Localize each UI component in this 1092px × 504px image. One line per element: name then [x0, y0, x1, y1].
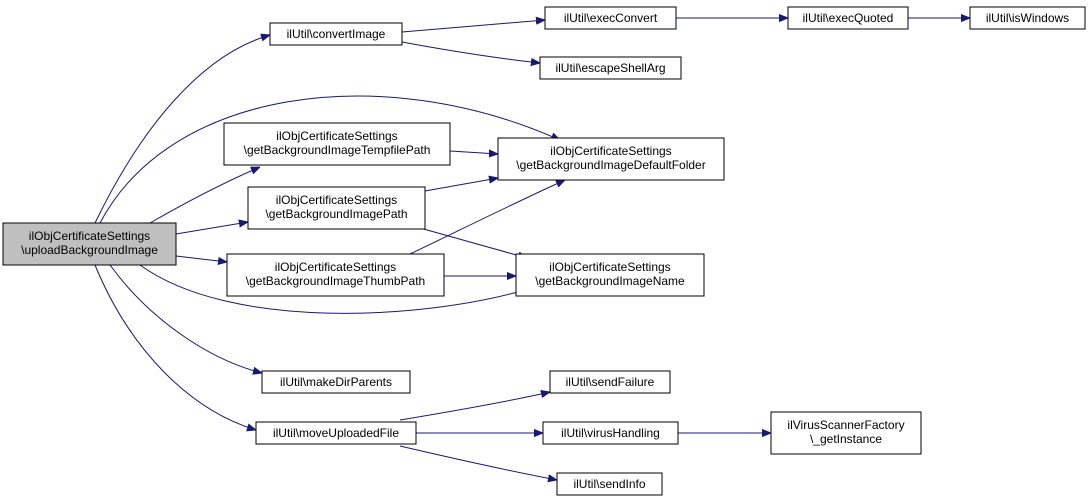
node-get-instance[interactable]: ilVirusScannerFactory \_getInstance [770, 411, 922, 455]
node-label: ilUtil\sendInfo [573, 477, 645, 491]
node-label: ilUtil\makeDirParents [280, 375, 392, 389]
node-box [497, 137, 725, 181]
node-send-info[interactable]: ilUtil\sendInfo [556, 472, 663, 496]
node-exec-quoted[interactable]: ilUtil\execQuoted [787, 6, 909, 30]
edge-convertImage-to-escapeShellArg [401, 41, 540, 63]
node-box [247, 186, 426, 230]
node-box [223, 122, 451, 166]
nodes: ilObjCertificateSettings \uploadBackgrou… [2, 6, 1086, 496]
node-box [515, 253, 705, 297]
node-get-background-image-thumb-path[interactable]: ilObjCertificateSettings \getBackgroundI… [226, 253, 445, 297]
node-box [787, 6, 909, 30]
node-box [269, 22, 403, 46]
node-get-background-image-path[interactable]: ilObjCertificateSettings \getBackgroundI… [247, 186, 426, 230]
node-label-line-2: \getBackgroundImageThumbPath [246, 274, 425, 288]
edge-getTempfilePath-to-getDefaultFolder [449, 151, 498, 154]
edge-upload-to-convertImage [94, 35, 270, 224]
edge-moveUploadedFile-to-sendFailure [399, 392, 550, 421]
node-label-line-2: \uploadBackgroundImage [21, 243, 158, 257]
node-box [542, 421, 679, 445]
node-virus-handling[interactable]: ilUtil\virusHandling [542, 421, 679, 445]
edge-upload-to-getDefaultFolder [99, 95, 560, 224]
node-convert-image[interactable]: ilUtil\convertImage [269, 22, 403, 46]
edge-upload-to-getPath [175, 222, 248, 235]
node-get-background-image-default-folder[interactable]: ilObjCertificateSettings \getBackgroundI… [497, 137, 725, 181]
node-send-failure[interactable]: ilUtil\sendFailure [549, 370, 671, 394]
node-label-line-2: \_getInstance [810, 432, 882, 446]
node-box [770, 411, 922, 455]
node-box [556, 472, 663, 496]
edge-upload-to-getTempfilePath [149, 167, 260, 224]
node-escape-shell-arg[interactable]: ilUtil\escapeShellArg [539, 56, 682, 80]
node-label: ilUtil\virusHandling [561, 426, 660, 440]
node-label: ilUtil\escapeShellArg [555, 61, 665, 75]
node-label-line-2: \getBackgroundImagePath [265, 207, 407, 221]
node-label: ilUtil\isWindows [986, 11, 1069, 25]
node-box [226, 253, 445, 297]
node-label: ilUtil\moveUploadedFile [273, 426, 399, 440]
node-make-dir-parents[interactable]: ilUtil\makeDirParents [261, 370, 411, 394]
edges [94, 18, 970, 480]
node-upload-background-image[interactable]: ilObjCertificateSettings \uploadBackgrou… [2, 222, 177, 266]
node-box [2, 222, 177, 266]
node-box [539, 56, 682, 80]
node-label: ilUtil\sendFailure [566, 375, 655, 389]
node-box [549, 370, 671, 394]
node-label-line-1: ilVirusScannerFactory [787, 418, 904, 432]
node-move-uploaded-file[interactable]: ilUtil\moveUploadedFile [255, 421, 417, 445]
node-box [261, 370, 411, 394]
node-label-line-1: ilObjCertificateSettings [549, 260, 670, 274]
node-label-line-1: ilObjCertificateSettings [275, 260, 396, 274]
node-box [255, 421, 417, 445]
node-exec-convert[interactable]: ilUtil\execConvert [544, 6, 677, 30]
edge-getThumbPath-to-getDefaultFolder [409, 180, 565, 255]
edge-getPath-to-getName [419, 227, 527, 258]
node-get-background-image-name[interactable]: ilObjCertificateSettings \getBackgroundI… [515, 253, 705, 297]
node-label-line-1: ilObjCertificateSettings [276, 193, 397, 207]
edge-convertImage-to-execConvert [401, 20, 545, 33]
node-label-line-2: \getBackgroundImageDefaultFolder [516, 158, 705, 172]
node-get-background-image-tempfile-path[interactable]: ilObjCertificateSettings \getBackgroundI… [223, 122, 451, 166]
node-box [544, 6, 677, 30]
node-is-windows[interactable]: ilUtil\isWindows [969, 6, 1086, 30]
node-label-line-1: ilObjCertificateSettings [550, 144, 671, 158]
node-label-line-2: \getBackgroundImageTempfilePath [244, 143, 431, 157]
edge-upload-to-getName [139, 264, 525, 314]
edge-getPath-to-getDefaultFolder [424, 178, 498, 192]
node-label: ilUtil\execConvert [564, 11, 658, 25]
edge-upload-to-getThumbPath [175, 255, 227, 262]
edge-upload-to-moveUploadedFile [94, 264, 256, 430]
node-label-line-2: \getBackgroundImageName [535, 274, 685, 288]
edge-upload-to-makeDirParents [109, 264, 262, 373]
node-label: ilUtil\convertImage [287, 27, 386, 41]
node-label-line-1: ilObjCertificateSettings [29, 229, 150, 243]
node-box [969, 6, 1086, 30]
edge-moveUploadedFile-to-sendInfo [399, 445, 557, 480]
node-label: ilUtil\execQuoted [803, 11, 894, 25]
node-label-line-1: ilObjCertificateSettings [276, 129, 397, 143]
